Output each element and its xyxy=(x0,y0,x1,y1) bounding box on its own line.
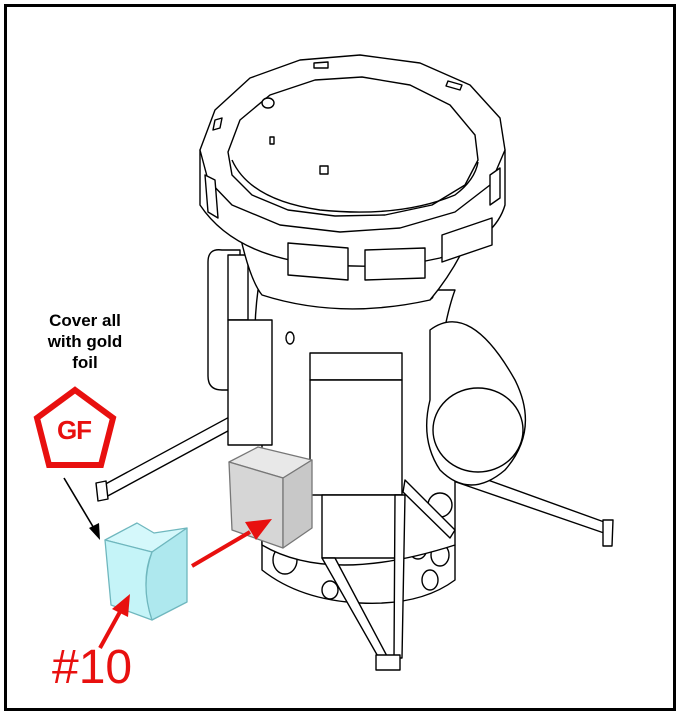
gold-foil-badge xyxy=(33,386,117,468)
leg-front-right xyxy=(402,479,456,539)
placeholder-cube xyxy=(228,446,313,549)
pointer-arrow xyxy=(63,477,100,540)
part-number-label: #10 xyxy=(52,641,133,694)
instruction-line-2: with gold xyxy=(47,332,123,351)
part-cube xyxy=(104,522,188,621)
instruction-line-1: Cover all xyxy=(49,311,121,330)
ring-details xyxy=(212,61,463,175)
instruction-line-3: foil xyxy=(72,353,98,372)
front-panel xyxy=(309,352,403,559)
leg-front xyxy=(321,494,406,671)
top-ring xyxy=(199,54,506,267)
label-arrow xyxy=(98,594,130,649)
instruction-text: Cover all with gold foil xyxy=(20,310,150,373)
install-arrow xyxy=(190,519,272,568)
gold-foil-badge-label: GF xyxy=(56,415,92,445)
left-panel xyxy=(227,254,273,446)
ring-windows xyxy=(204,167,501,281)
